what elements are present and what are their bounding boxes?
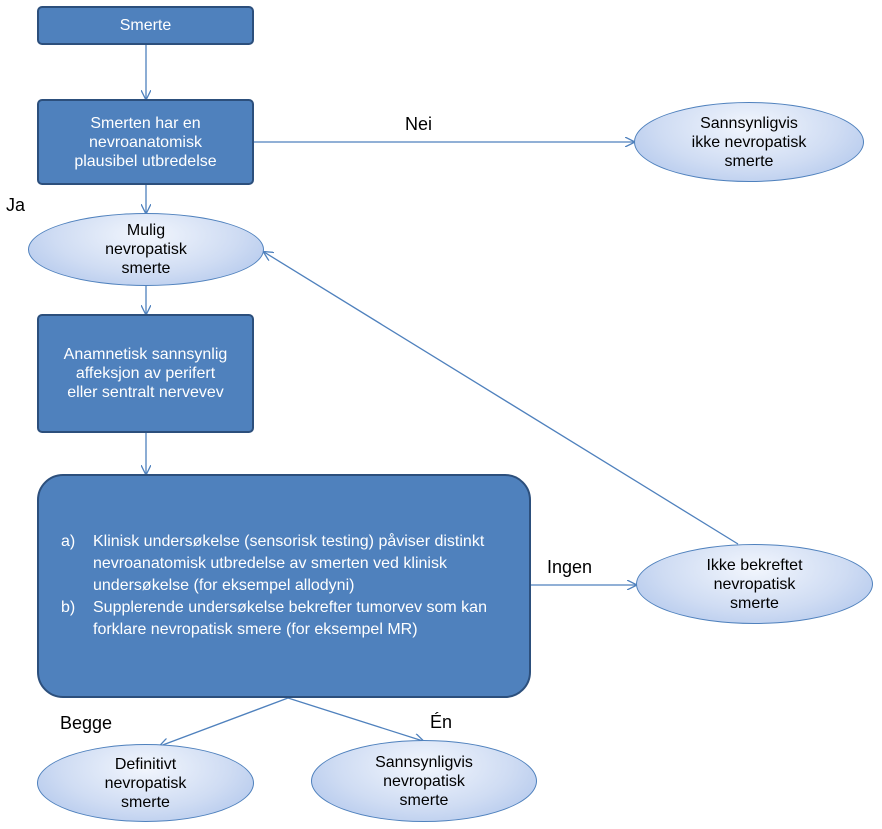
both-edge-label: Begge xyxy=(60,713,113,733)
criteria-item-text: Klinisk undersøkelse (sensorisk testing)… xyxy=(93,533,485,594)
criteria-item: a) Klinisk undersøkelse (sensorisk testi… xyxy=(61,531,501,597)
pain-box: Smerte xyxy=(37,6,254,45)
pain-label: Smerte xyxy=(119,17,172,34)
probable-neuropathic-ellipse: Sannsynligvis nevropatisk smerte xyxy=(311,740,537,822)
criteria-box: a) Klinisk undersøkelse (sensorisk testi… xyxy=(37,474,531,698)
criteria-item-text: Supplerende undersøkelse bekrefter tumor… xyxy=(93,599,487,638)
one-edge-label: Én xyxy=(430,712,453,732)
arrow-criteria-both xyxy=(160,697,289,746)
arrow-not-confirmed-to-possible xyxy=(264,252,739,545)
definite-neuropathic-label: Definitivt nevropatisk smerte xyxy=(104,755,187,811)
history-affection-label: Anamnetisk sannsynlig affeksjon av perif… xyxy=(63,346,228,401)
arrow-criteria-one xyxy=(287,697,423,741)
criteria-item-letter: a) xyxy=(61,533,76,550)
yes-edge-label: Ja xyxy=(6,195,26,215)
not-confirmed-ellipse: Ikke bekreftet nevropatisk smerte xyxy=(636,544,873,624)
likely-not-neuropathic-ellipse: Sannsynligvis ikke nevropatisk smerte xyxy=(634,102,864,182)
criteria-item-letter: b) xyxy=(61,599,76,616)
possible-neuropathic-ellipse: Mulig nevropatisk smerte xyxy=(28,213,264,286)
criteria-list: a) Klinisk undersøkelse (sensorisk testi… xyxy=(61,531,501,641)
none-edge-label: Ingen xyxy=(547,557,593,577)
probable-neuropathic-label: Sannsynligvis nevropatisk smerte xyxy=(375,753,473,809)
no-edge-label: Nei xyxy=(405,114,433,134)
distribution-question-label: Smerten har en nevroanatomisk plausibel … xyxy=(74,114,217,170)
possible-neuropathic-label: Mulig nevropatisk smerte xyxy=(105,222,187,277)
not-confirmed-label: Ikke bekreftet nevropatisk smerte xyxy=(706,556,803,612)
definite-neuropathic-ellipse: Definitivt nevropatisk smerte xyxy=(37,744,254,822)
likely-not-neuropathic-label: Sannsynligvis ikke nevropatisk smerte xyxy=(691,114,807,170)
distribution-question-box: Smerten har en nevroanatomisk plausibel … xyxy=(37,99,254,185)
history-affection-box: Anamnetisk sannsynlig affeksjon av perif… xyxy=(37,314,254,433)
criteria-item: b) Supplerende undersøkelse bekrefter tu… xyxy=(61,597,501,641)
